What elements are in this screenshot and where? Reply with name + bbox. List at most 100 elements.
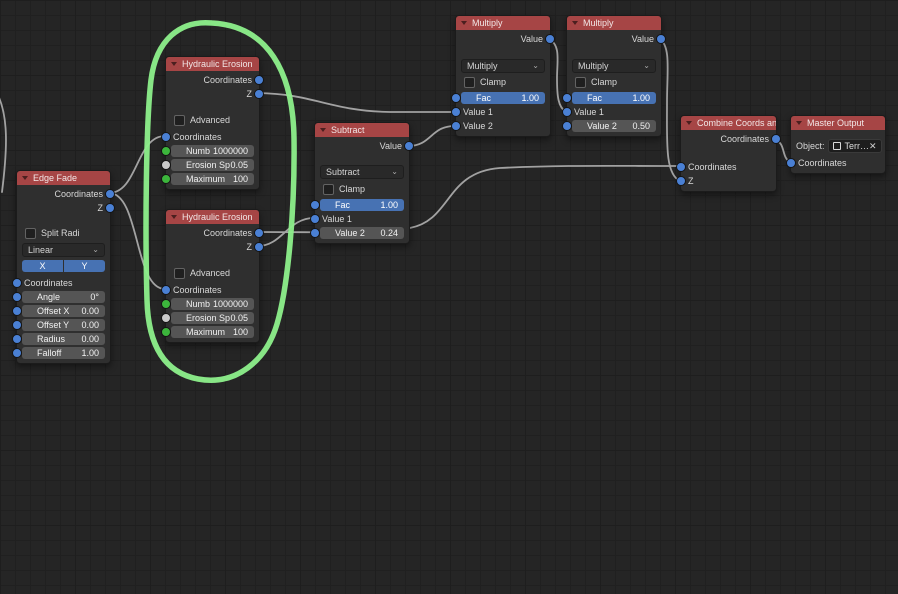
socket-in-offset-x[interactable] bbox=[12, 306, 22, 316]
operation-dropdown[interactable]: Subtract⌄ bbox=[320, 165, 404, 179]
node-header[interactable]: Master Output bbox=[791, 116, 885, 130]
node-header[interactable]: Edge Fade bbox=[17, 171, 110, 185]
checkbox-icon[interactable] bbox=[323, 183, 334, 195]
socket-in-value2[interactable] bbox=[451, 121, 461, 131]
clamp-toggle[interactable]: Clamp bbox=[315, 182, 409, 196]
remove-object-icon[interactable]: ✕ bbox=[869, 140, 877, 151]
socket-in-radius[interactable] bbox=[12, 334, 22, 344]
node-header[interactable]: Subtract bbox=[315, 123, 409, 137]
collapse-arrow-icon[interactable] bbox=[686, 121, 692, 125]
clamp-toggle[interactable]: Clamp bbox=[456, 75, 550, 89]
socket-out-coordinates[interactable] bbox=[105, 189, 115, 199]
node-header[interactable]: Multiply bbox=[456, 16, 550, 30]
socket-out-z[interactable] bbox=[105, 203, 115, 213]
socket-in-erosion-speed[interactable] bbox=[161, 160, 171, 170]
split-radius-toggle[interactable]: Split Radi bbox=[17, 226, 110, 240]
interpolation-dropdown[interactable]: Linear⌄ bbox=[22, 243, 105, 257]
checkbox-icon[interactable] bbox=[174, 114, 185, 126]
socket-out-coordinates[interactable] bbox=[771, 134, 781, 144]
socket-in-falloff[interactable] bbox=[12, 348, 22, 358]
socket-in-fac[interactable] bbox=[451, 93, 461, 103]
socket-in-coordinates[interactable] bbox=[161, 132, 171, 142]
collapse-arrow-icon[interactable] bbox=[171, 62, 177, 66]
socket-out-z[interactable] bbox=[254, 242, 264, 252]
socket-out-value[interactable] bbox=[656, 34, 666, 44]
collapse-arrow-icon[interactable] bbox=[572, 21, 578, 25]
socket-out-value[interactable] bbox=[545, 34, 555, 44]
socket-in-value1[interactable] bbox=[310, 214, 320, 224]
advanced-toggle[interactable]: Advanced bbox=[166, 266, 259, 280]
operation-dropdown[interactable]: Multiply⌄ bbox=[572, 59, 656, 73]
socket-in-value2[interactable] bbox=[310, 228, 320, 238]
socket-in-coordinates[interactable] bbox=[786, 158, 796, 168]
collapse-arrow-icon[interactable] bbox=[22, 176, 28, 180]
socket-in-coordinates[interactable] bbox=[676, 162, 686, 172]
socket-in-z[interactable] bbox=[676, 176, 686, 186]
socket-out-value[interactable] bbox=[404, 141, 414, 151]
socket-in-angle[interactable] bbox=[12, 292, 22, 302]
socket-in-erosion-speed[interactable] bbox=[161, 313, 171, 323]
advanced-toggle[interactable]: Advanced bbox=[166, 113, 259, 127]
collapse-arrow-icon[interactable] bbox=[320, 128, 326, 132]
node-hydraulic-erosion-2[interactable]: Hydraulic Erosion Coordinates Z Advanced… bbox=[161, 209, 264, 343]
node-master-output[interactable]: Master Output Object: Terr… ✕ Coordinate… bbox=[786, 115, 886, 174]
socket-in-number[interactable] bbox=[161, 299, 171, 309]
socket-in-maximum[interactable] bbox=[161, 174, 171, 184]
node-edge-fade[interactable]: Edge Fade Coordinates Z Split Radi Linea… bbox=[12, 170, 115, 364]
socket-in-fac[interactable] bbox=[562, 93, 572, 103]
node-hydraulic-erosion-1[interactable]: Hydraulic Erosion Coordinates Z Advanced… bbox=[161, 56, 264, 190]
socket-out-coordinates[interactable] bbox=[254, 228, 264, 238]
input-label: Z bbox=[688, 176, 694, 186]
socket-out-coordinates[interactable] bbox=[254, 75, 264, 85]
node-header[interactable]: Hydraulic Erosion bbox=[166, 57, 259, 71]
socket-in-value1[interactable] bbox=[562, 107, 572, 117]
object-picker[interactable]: Terr… ✕ bbox=[827, 139, 882, 153]
collapse-arrow-icon[interactable] bbox=[171, 215, 177, 219]
socket-in-coordinates[interactable] bbox=[12, 278, 22, 288]
output-label: Z bbox=[246, 242, 253, 252]
checkbox-icon[interactable] bbox=[174, 267, 185, 279]
checkbox-icon[interactable] bbox=[464, 76, 475, 88]
socket-out-z[interactable] bbox=[254, 89, 264, 99]
clamp-toggle[interactable]: Clamp bbox=[567, 75, 661, 89]
socket-in-value2[interactable] bbox=[562, 121, 572, 131]
collapse-arrow-icon[interactable] bbox=[461, 21, 467, 25]
node-header[interactable]: Hydraulic Erosion bbox=[166, 210, 259, 224]
socket-in-maximum[interactable] bbox=[161, 327, 171, 337]
socket-in-fac[interactable] bbox=[310, 200, 320, 210]
node-combine-coords[interactable]: Combine Coords an… Coordinates Coordinat… bbox=[676, 115, 781, 192]
socket-in-number[interactable] bbox=[161, 146, 171, 156]
socket-in-coordinates[interactable] bbox=[161, 285, 171, 295]
checkbox-icon[interactable] bbox=[575, 76, 586, 88]
socket-in-value1[interactable] bbox=[451, 107, 461, 117]
axis-y-button[interactable]: Y bbox=[64, 260, 105, 272]
checkbox-icon[interactable] bbox=[25, 227, 36, 239]
operation-dropdown[interactable]: Multiply⌄ bbox=[461, 59, 545, 73]
collapse-arrow-icon[interactable] bbox=[796, 121, 802, 125]
node-header[interactable]: Combine Coords an… bbox=[681, 116, 776, 130]
socket-in-offset-y[interactable] bbox=[12, 320, 22, 330]
axis-x-button[interactable]: X bbox=[22, 260, 63, 272]
node-header[interactable]: Multiply bbox=[567, 16, 661, 30]
